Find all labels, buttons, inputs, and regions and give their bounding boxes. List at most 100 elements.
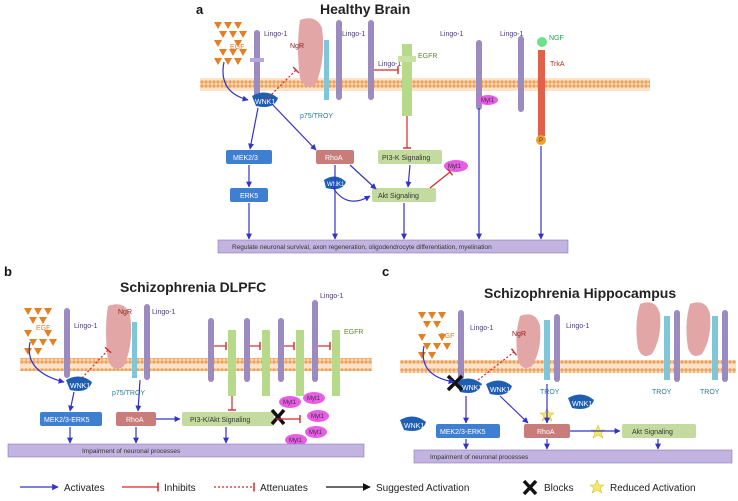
lingo1-receptor-c2 — [554, 314, 560, 382]
panel-title-b: Schizophrenia DLPFC — [120, 279, 266, 295]
legend-blocks-icon — [522, 479, 538, 496]
myt1-label-b5: Myt1 — [289, 438, 303, 444]
lingo1-label-b2: Lingo-1 — [152, 309, 175, 316]
mek23erk5-label-b: MEK2/3-ERK5 — [44, 417, 90, 424]
lingo1-receptor-b2 — [144, 304, 150, 380]
wnk1-label-c1: WNK1 — [462, 385, 482, 392]
egf-label-c: EGF — [440, 333, 454, 340]
wnk1-label-b: WNK1 — [70, 383, 90, 390]
legend-suggested-label: Suggested Activation — [376, 483, 469, 494]
lingo1-label-a2: Lingo-1 — [342, 31, 365, 38]
egf-ligands-c — [418, 312, 451, 359]
membrane-a — [200, 78, 650, 91]
lingo1-egfr-cluster-b — [208, 300, 340, 396]
wnk1-label-c3: WNK1 — [404, 423, 424, 430]
wnk1-label-a2: WNK1 — [327, 182, 345, 188]
inhibition-lines-b — [81, 341, 331, 424]
activation-arrows-c — [422, 345, 661, 450]
ngf-ligand-a — [537, 37, 547, 47]
p75-troy-receptor-a — [324, 40, 329, 100]
legend-attenuates-label: Attenuates — [260, 483, 308, 494]
lingo1-receptor-c4 — [722, 310, 728, 382]
lingo1-receptor-b1 — [64, 308, 70, 378]
mek23erk5-box-c — [436, 424, 500, 438]
p-label-a: P — [539, 138, 543, 144]
myt1-label-b4: Myt1 — [309, 430, 323, 436]
mek23-box-a — [226, 150, 272, 164]
lingo1-label-a5: Lingo-1 — [500, 31, 523, 38]
egf-ligands-b — [24, 308, 57, 355]
lingo1-label-c1: Lingo-1 — [470, 325, 493, 332]
ngr-receptor-a — [298, 18, 324, 87]
lingo1-receptor-a3 — [368, 20, 374, 100]
outcome-bar-c — [413, 449, 733, 464]
lingo1-receptor-a1 — [250, 30, 264, 100]
mek23erk5-label-c: MEK2/3-ERK5 — [440, 429, 486, 436]
legend-activates-label: Activates — [64, 483, 105, 494]
erk5-label-a: ERK5 — [240, 193, 258, 200]
phospho-p-a — [536, 135, 546, 145]
troy-receptor-c3 — [712, 316, 718, 380]
membrane-b — [20, 358, 372, 371]
trka-label-a: TrkA — [550, 61, 565, 68]
wnk1-kinase-a — [252, 92, 278, 107]
wnk1-label-c2: WNK1 — [490, 387, 510, 394]
panel-title-c: Schizophrenia Hippocampus — [484, 285, 676, 301]
wnk1-kinase-c2 — [486, 380, 512, 395]
pi3k-box-a — [378, 150, 442, 164]
wnk1-kinase-c4 — [568, 394, 594, 409]
outcome-bar-b — [7, 443, 365, 458]
trka-receptor-a — [538, 50, 545, 136]
ngr-label-a: NgR — [290, 43, 304, 50]
rhoa-label-c: RhoA — [537, 429, 555, 436]
wnk1-kinase-c3 — [400, 416, 426, 431]
wnk1-label-a: WNK1 — [255, 99, 275, 106]
lingo1-receptor-c3 — [674, 310, 680, 382]
panel-c: c Schizophrenia Hippocampus EGF Lingo-1 … — [382, 264, 736, 464]
egfr-receptor-a — [402, 44, 412, 116]
lingo1-receptor-c1 — [458, 310, 464, 380]
troy-label-c3: TROY — [700, 389, 720, 396]
panel-letter-a: a — [196, 2, 204, 17]
block-x-icon-b — [270, 408, 286, 426]
lingo1-label-a4: Lingo-1 — [440, 31, 463, 38]
ngr-label-b: NgR — [118, 309, 132, 316]
erk5-box-a — [230, 188, 268, 202]
troy-receptor-c2 — [664, 316, 670, 380]
mek23-label-a: MEK2/3 — [233, 155, 258, 162]
lingo1-label-c2: Lingo-1 — [566, 323, 589, 330]
ngr-receptor-c3 — [686, 302, 711, 356]
myt1-label-a1: Myt1 — [481, 98, 495, 104]
legend-inhibits-label: Inhibits — [164, 483, 196, 494]
myt1-label-b1: Myt1 — [283, 400, 297, 406]
troy-receptor-c1 — [544, 320, 550, 380]
egfr-label-b: EGFR — [344, 329, 363, 336]
mek23erk5-box-b — [40, 412, 102, 426]
akt-box-c — [622, 424, 696, 438]
akt-label-a: Akt Signaling — [378, 193, 419, 200]
inhibition-lines-a — [265, 65, 454, 189]
rhoa-label-a: RhoA — [325, 155, 343, 162]
rhoa-box-a — [316, 150, 354, 164]
myt1-label-a2: Myt1 — [448, 164, 462, 170]
ngr-receptor-b — [106, 304, 132, 369]
panel-a: a Healthy Brain EGF Lingo-1 NgR Lingo-1 … — [196, 1, 650, 254]
activation-arrows-a — [222, 61, 544, 240]
outcome-text-c: Impairment of neuronal processes — [430, 454, 529, 461]
ngr-label-c: NgR — [512, 331, 526, 338]
pi3k-label-a: PI3-K Signaling — [382, 155, 430, 162]
p75-troy-receptor-b — [132, 322, 137, 378]
egf-ligands-a — [214, 22, 247, 65]
akt-box-a — [372, 188, 436, 202]
lingo1-label-a3: Lingo-1 — [378, 61, 401, 68]
lingo1-label-a1: Lingo-1 — [264, 31, 287, 38]
pi3kakt-label-b: PI3-K/Akt Signaling — [190, 417, 250, 424]
rhoa-label-b: RhoA — [126, 417, 144, 424]
troy-label-c2: TROY — [652, 389, 672, 396]
troy-label-c1: TROY — [540, 389, 560, 396]
pi3kakt-box-b — [182, 412, 274, 426]
legend-reduced-star-icon — [589, 479, 605, 494]
rhoa-box-c — [524, 424, 570, 438]
rhoa-box-b — [116, 412, 156, 426]
